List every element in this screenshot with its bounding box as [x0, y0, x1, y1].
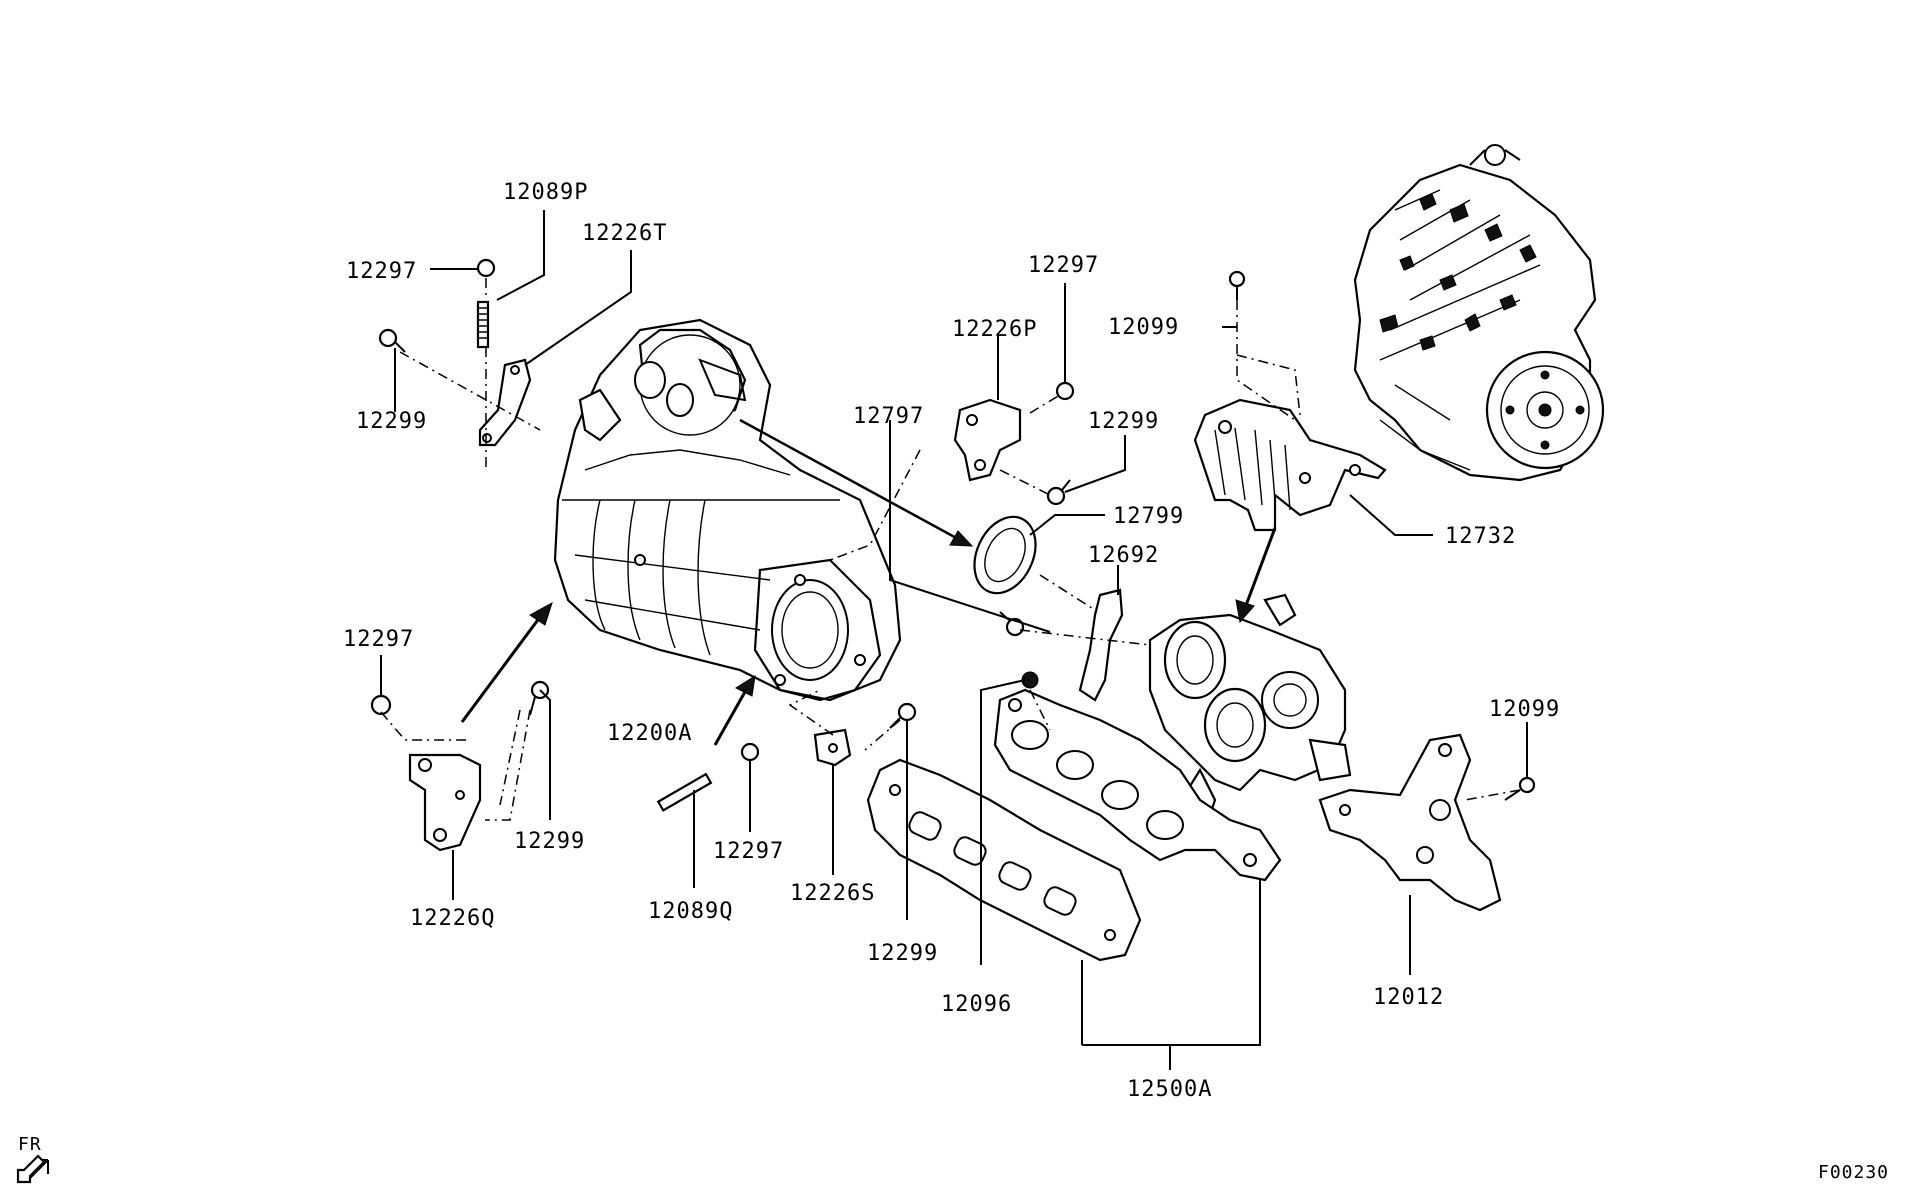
label-12012: 12012: [1373, 985, 1444, 1010]
label-12099-b: 12099: [1489, 697, 1560, 722]
label-12297-a: 12297: [346, 259, 417, 284]
label-12299-d: 12299: [867, 941, 938, 966]
manifold-gasket: [866, 758, 1142, 962]
label-12299-b: 12299: [1088, 409, 1159, 434]
label-12732: 12732: [1445, 524, 1516, 549]
bracket-12226Q: [408, 753, 482, 852]
part-labels: 12089P 12226T 12297 12299 12297 12226P 1…: [343, 180, 1560, 1102]
gasket-ring-12799: [973, 515, 1037, 595]
label-12089Q: 12089Q: [648, 899, 733, 924]
bracket-12226T: [478, 358, 532, 447]
catalytic-converter-12200A: [553, 318, 902, 702]
assembly-arrows: [460, 418, 1277, 746]
diagram-code: F00230: [1818, 1162, 1889, 1183]
bracket-12226S: [813, 728, 852, 767]
bracket-12226P: [953, 398, 1022, 482]
leader-lines: [380, 210, 1528, 1070]
label-12500A: 12500A: [1127, 1077, 1212, 1102]
heat-shield-12732: [1193, 398, 1387, 532]
label-12799: 12799: [1113, 504, 1184, 529]
label-12299-a: 12299: [356, 409, 427, 434]
exhaust-manifold-12500A: [993, 688, 1282, 882]
label-12226Q: 12226Q: [410, 906, 495, 931]
label-12299-c: 12299: [514, 829, 585, 854]
orientation-label: FR: [18, 1134, 42, 1155]
orientation-indicator: FR: [16, 1134, 49, 1184]
engine-illustration: [1353, 144, 1605, 482]
front-arrow-icon: [16, 1154, 46, 1184]
label-12226T: 12226T: [582, 221, 667, 246]
label-12297-c: 12297: [343, 627, 414, 652]
label-12099-a: 12099: [1108, 315, 1179, 340]
turbocharger: [1148, 593, 1352, 837]
label-12226S: 12226S: [790, 881, 875, 906]
nut-12099-top: [1228, 270, 1246, 300]
label-12096: 12096: [941, 992, 1012, 1017]
label-12200A: 12200A: [607, 721, 692, 746]
label-12226P: 12226P: [952, 317, 1037, 342]
label-12797: 12797: [853, 404, 924, 429]
turbo-bracket-12012: [1318, 733, 1502, 912]
label-12089P: 12089P: [503, 180, 588, 205]
pipe-12692: [1078, 588, 1124, 702]
label-12297-b: 12297: [1028, 253, 1099, 278]
label-12692: 12692: [1088, 543, 1159, 568]
label-12297-d: 12297: [713, 839, 784, 864]
